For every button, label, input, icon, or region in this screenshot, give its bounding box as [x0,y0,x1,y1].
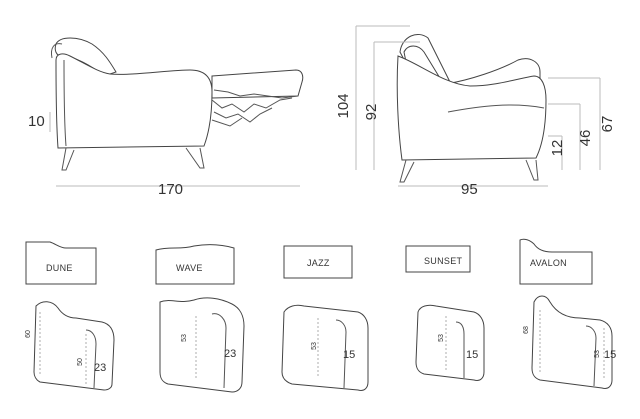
avalon-height-label: 68 [523,326,530,334]
front-depth-label: 95 [461,181,478,198]
front-seat-height-label: 46 [577,130,594,147]
armrest-3d-avalon [531,295,613,389]
armrest-name-jazz: JAZZ [307,258,330,268]
armrest-3d-dune [33,301,115,391]
armrest-3d-sunset [415,304,485,381]
side-seat-height-label: 10 [28,113,45,130]
dune-inner-height-label: 50 [77,358,84,366]
front-back-height-label: 92 [363,104,380,121]
armrest-profile-jazz [283,245,353,279]
side-view-armchair [355,25,601,187]
wave-width-label: 23 [224,348,236,360]
sunset-height-label: 53 [438,334,445,342]
armrest-profile-dune [25,241,97,285]
armrest-3d-wave [159,297,245,393]
front-total-height-label: 104 [335,93,352,118]
armrest-3d-jazz [281,304,369,391]
armrest-profile-avalon [519,238,593,285]
side-length-label: 170 [158,181,183,198]
dune-height-label: 60 [25,330,32,338]
front-armrest-height-label: 67 [599,116,616,133]
avalon-width-label: 15 [604,349,616,361]
avalon-inner-height-label: 53 [594,350,601,358]
side-view-recliner [49,37,304,187]
armrest-name-dune: DUNE [46,263,73,273]
jazz-width-label: 15 [343,349,355,361]
dune-width-label: 23 [94,362,106,374]
armrest-name-avalon: AVALON [530,258,567,268]
armrest-name-wave: WAVE [176,263,203,273]
jazz-height-label: 53 [311,342,318,350]
front-leg-height-label: 12 [549,140,566,157]
sunset-width-label: 15 [466,349,478,361]
armrest-profile-sunset [405,245,471,273]
armrest-profile-wave [155,244,235,285]
armrest-name-sunset: SUNSET [424,256,463,266]
wave-height-label: 53 [181,334,188,342]
